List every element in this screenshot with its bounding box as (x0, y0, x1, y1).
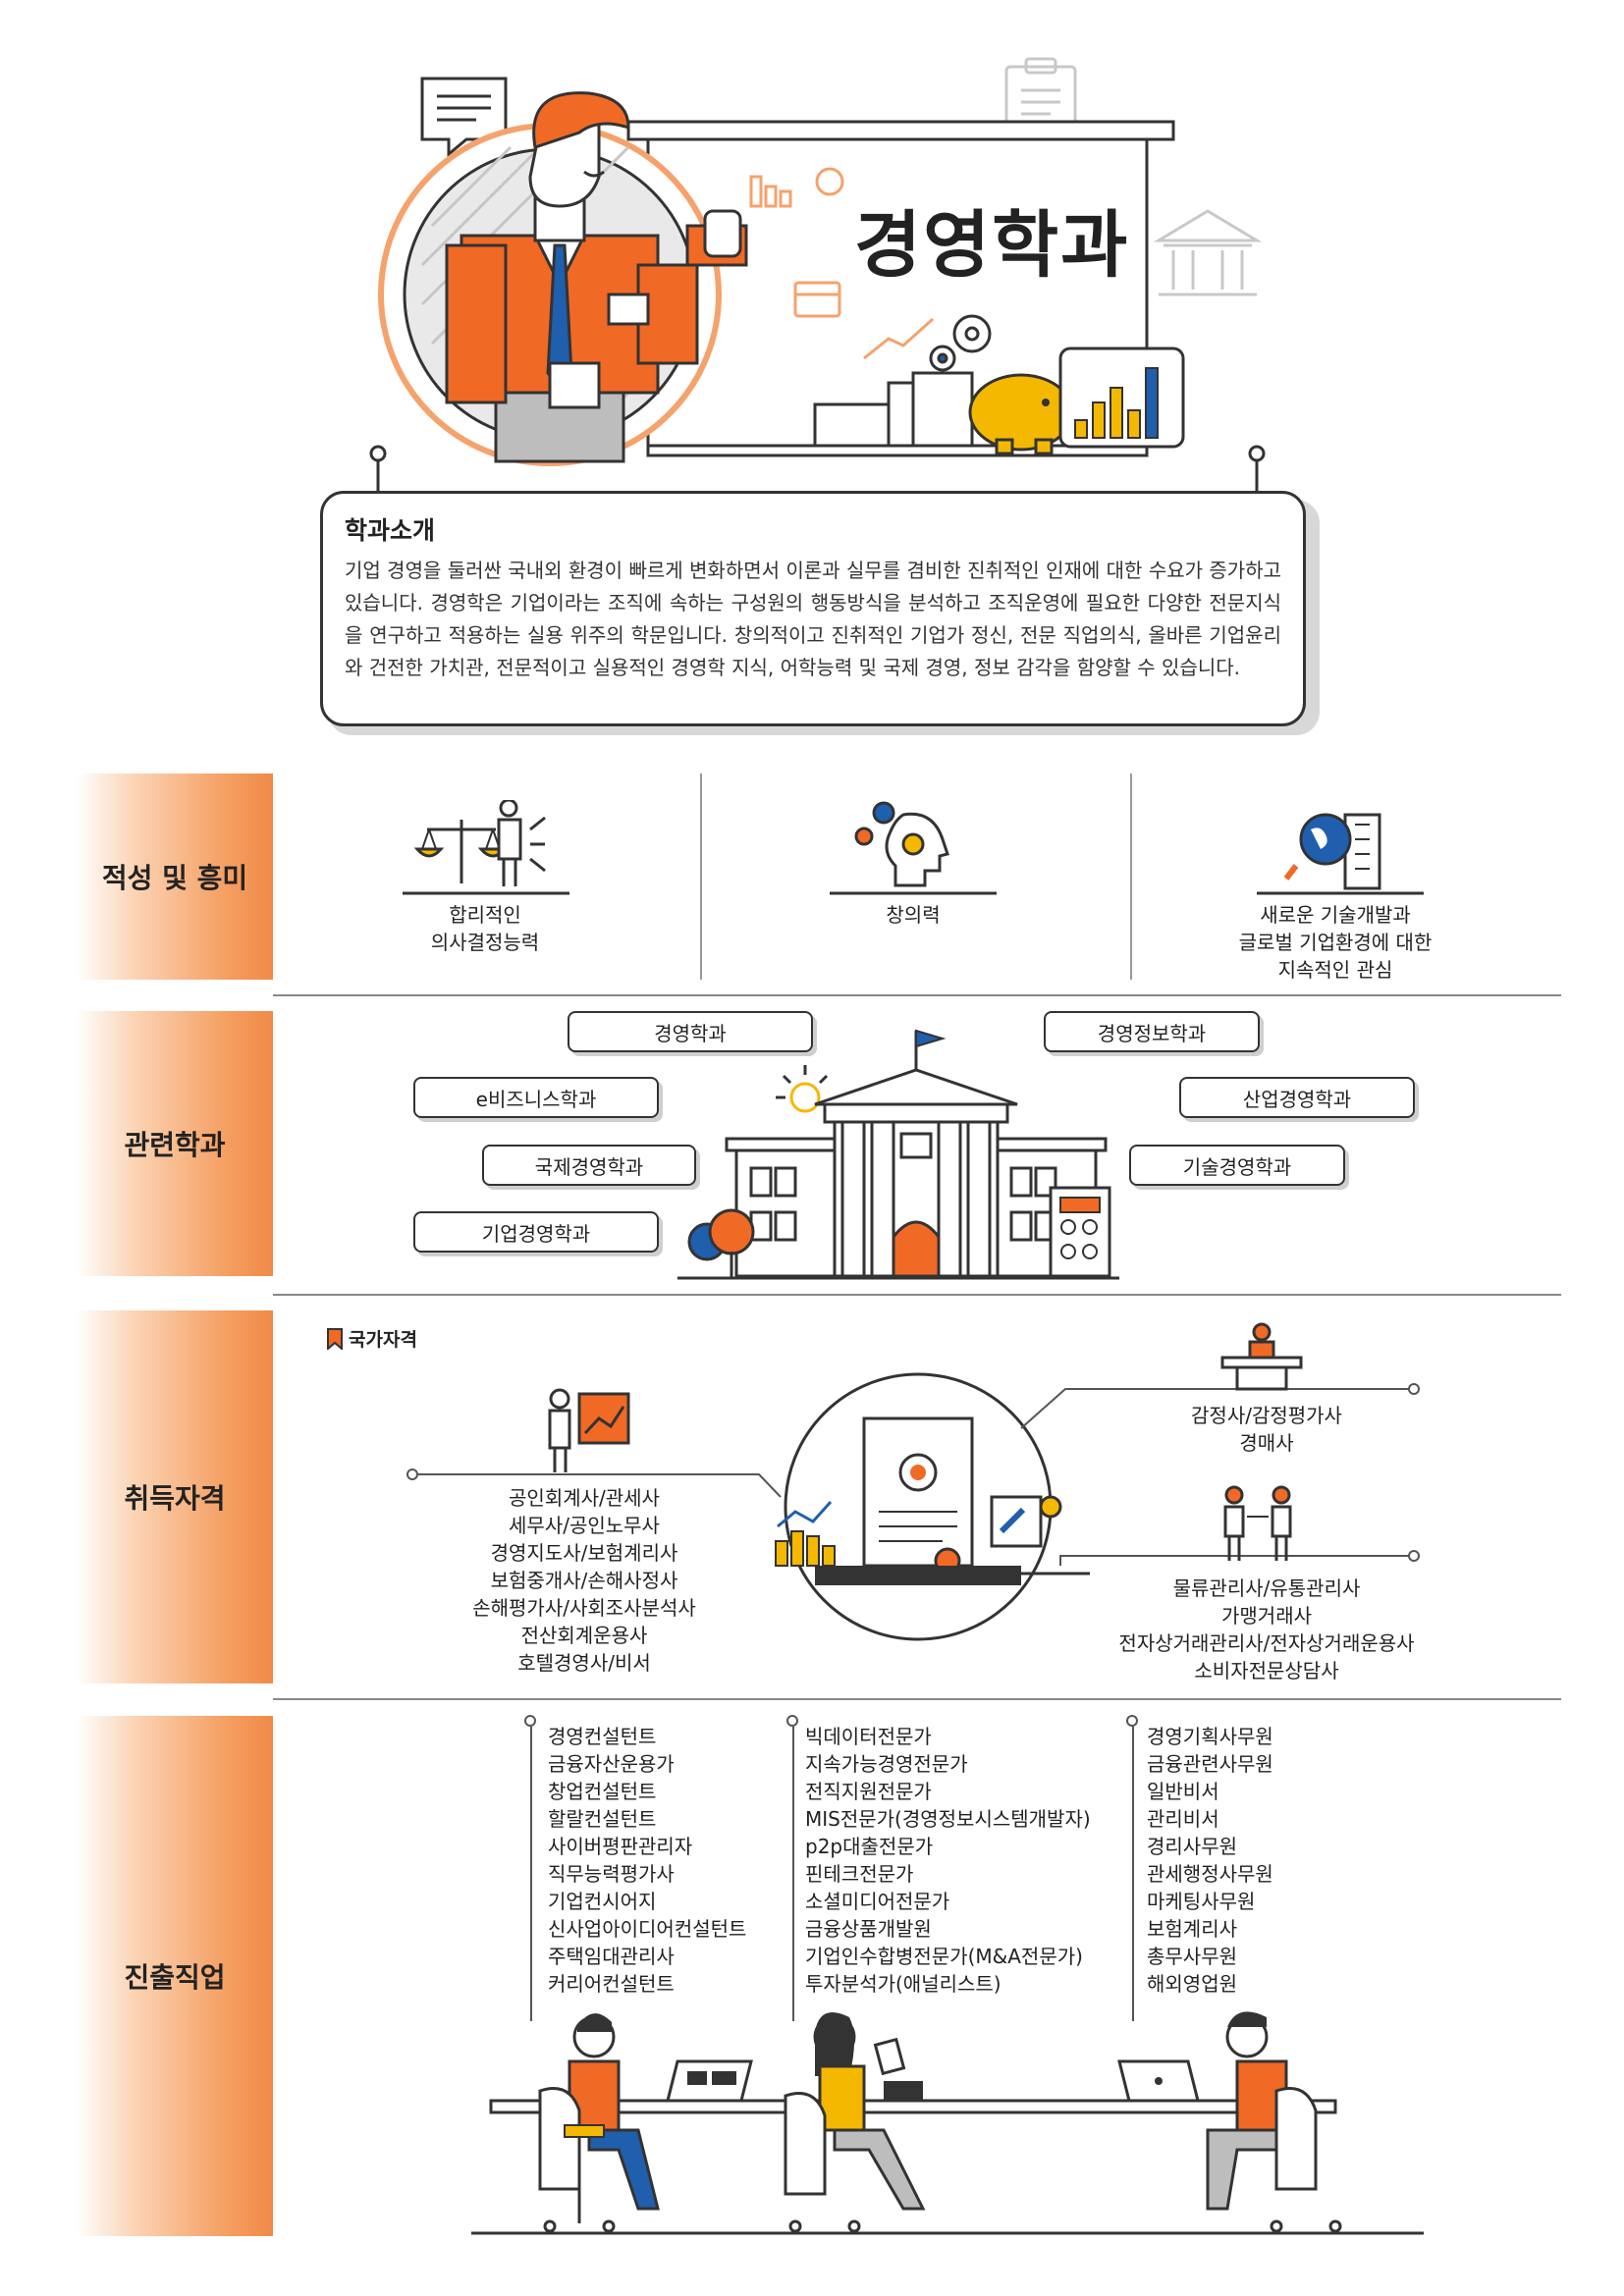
connector-dot (406, 1468, 418, 1480)
creative-head-icon (830, 801, 997, 895)
speech-bubble-icon (420, 77, 508, 158)
intro-heading: 학과소개 (345, 516, 436, 545)
section-label-careers: 진출직업 (77, 1716, 273, 2236)
intro-body: 기업 경영을 둘러싼 국내외 환경이 빠르게 변화하면서 이론과 실무를 겸비한… (345, 559, 1281, 679)
certs-illustration (414, 1322, 1414, 1641)
related-dept-right-1: 산업경영학과 (1179, 1077, 1415, 1118)
section-label-related: 관련학과 (77, 1011, 273, 1276)
career-col1-dot (524, 1715, 536, 1727)
related-dept-left-2: 국제경영학과 (482, 1145, 696, 1186)
tablet-chart-icon (1058, 347, 1185, 449)
bank-icon (1153, 209, 1263, 296)
intro-card: 학과소개 기업 경영을 둘러싼 국내외 환경이 빠르게 변화하면서 이론과 실무… (320, 491, 1306, 726)
related-dept-left-1: e비즈니스학과 (413, 1077, 659, 1118)
career-col2-line (792, 1727, 794, 2021)
aptitude-item-2: 창의력 (886, 903, 941, 927)
page-title: 경영학과 (854, 203, 1130, 288)
related-dept-right-2: 기술경영학과 (1129, 1145, 1345, 1186)
career-col2-dot (786, 1715, 798, 1727)
man-illustration (378, 91, 748, 466)
career-col3-dot (1126, 1715, 1138, 1727)
connector-dot (1408, 1383, 1420, 1395)
scale-person-icon (403, 800, 569, 895)
globe-building-icon (1257, 813, 1424, 895)
national-cert-badge: 국가자격 (327, 1325, 417, 1352)
related-dept-top-right: 경영정보학과 (1044, 1011, 1260, 1052)
section-divider (273, 1698, 1561, 1700)
hero-svg (369, 57, 1266, 491)
section-divider (273, 994, 1561, 996)
hero-illustration: 경영학과 (0, 0, 1624, 491)
bookmark-icon (327, 1327, 343, 1350)
connector-dot (1408, 1550, 1420, 1562)
related-dept-top-left: 경영학과 (568, 1011, 813, 1052)
section-divider (273, 1294, 1561, 1296)
card-pins (369, 445, 1266, 491)
career-col1-line (530, 1727, 532, 2021)
money-icon (813, 371, 974, 448)
university-building (677, 1029, 1119, 1280)
divider (700, 774, 702, 980)
career-col3-line (1132, 1727, 1134, 2021)
office-workers-illustration (471, 2011, 1424, 2235)
clipboard-icon (1004, 57, 1077, 130)
certificate-label: 2mm (893, 1595, 941, 1615)
gears-icon (929, 314, 992, 372)
divider (1130, 774, 1132, 980)
section-label-aptitude: 적성 및 흥미 (77, 774, 273, 980)
section-label-certs: 취득자격 (77, 1310, 273, 1683)
related-dept-left-3: 기업경영학과 (413, 1211, 659, 1253)
